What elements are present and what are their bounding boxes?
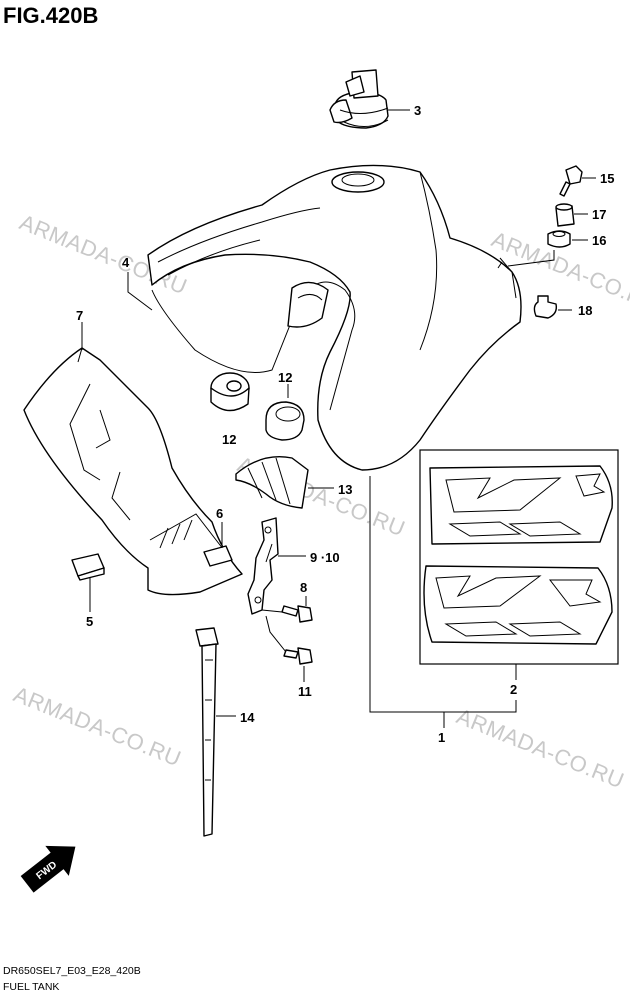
callout-5: 5	[86, 614, 93, 629]
leader-11-link	[265, 615, 287, 653]
callout-16: 16	[592, 233, 606, 248]
callout-13: 13	[338, 482, 352, 497]
callout-11: 11	[298, 684, 312, 699]
cushion-18	[533, 295, 558, 319]
fwd-arrow-icon: FWD	[20, 845, 76, 893]
cushion-5	[71, 553, 105, 581]
callout-12b: 12	[278, 370, 292, 385]
fuel-cap	[329, 69, 389, 129]
side-cover-7	[23, 347, 243, 596]
callout-8: 8	[300, 580, 307, 595]
callout-14: 14	[240, 710, 255, 725]
callout-1: 1	[438, 730, 445, 745]
collar-17	[555, 203, 575, 227]
bolt-15	[559, 165, 583, 197]
leader-1-bracket	[369, 476, 517, 713]
callout-15: 15	[600, 171, 614, 186]
cushion-6	[203, 545, 233, 567]
cushion-13	[235, 456, 309, 509]
bolt-8	[281, 605, 313, 623]
callout-7: 7	[76, 308, 83, 323]
leader-8-link	[261, 609, 283, 613]
leader-16-tank	[507, 250, 555, 267]
emblem-set-box	[419, 449, 619, 665]
callout-18: 18	[578, 303, 592, 318]
cable-tie-14	[195, 627, 219, 837]
model-code: DR650SEL7_E03_E28_420B	[3, 965, 141, 977]
callout-3: 3	[414, 103, 421, 118]
figure-caption: FUEL TANK	[3, 981, 59, 993]
callout-12a: 12	[222, 432, 236, 447]
callout-4: 4	[122, 255, 130, 270]
watermark-4: ARMADA-CO.RU	[10, 681, 185, 771]
cushion-12-plug	[265, 401, 305, 441]
callout-9-10: 9 ·10	[310, 550, 340, 565]
figure-title: FIG.420B	[3, 3, 98, 28]
callout-6: 6	[216, 506, 223, 521]
leader-4	[127, 272, 153, 311]
fuel-tank	[147, 164, 522, 471]
bolt-11	[283, 647, 313, 665]
watermark-5: ARMADA-CO.RU	[453, 703, 628, 793]
bracket-9-10	[247, 517, 279, 615]
callout-2: 2	[510, 682, 517, 697]
callout-17: 17	[592, 207, 606, 222]
cushion-16	[547, 230, 571, 248]
cushion-12-ring	[210, 372, 250, 412]
